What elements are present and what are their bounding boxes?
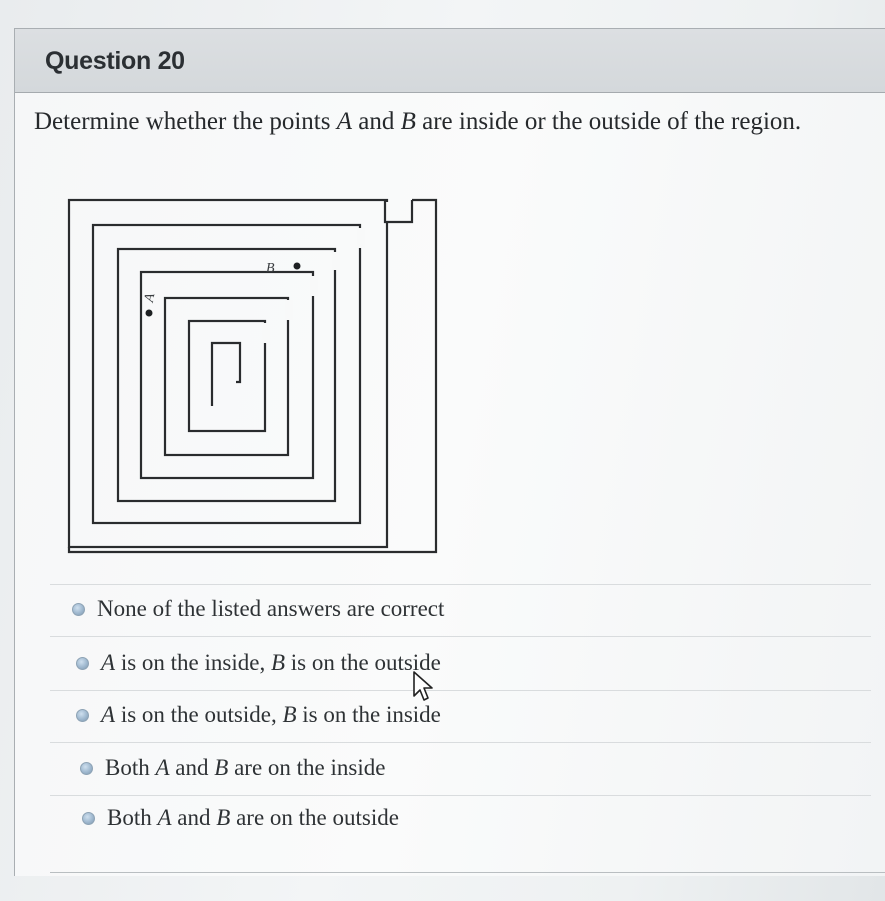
spiral-ring-6 (187, 319, 267, 433)
spiral-ring-4 (139, 270, 315, 480)
answer-text: and (169, 755, 215, 780)
question-card: Question 20 (14, 28, 885, 876)
answer-text: is on the inside, (115, 650, 271, 675)
answer-point: B (216, 805, 231, 830)
spiral-ring-3 (116, 247, 337, 503)
point-b-dot (293, 262, 301, 270)
prompt-point-b: B (400, 108, 416, 135)
radio-icon[interactable] (72, 602, 85, 616)
answer-option-4[interactable]: Both A and B are on the inside (80, 751, 385, 785)
answer-point: A (157, 805, 172, 830)
answer-text: Both (105, 755, 156, 780)
spiral-ring-1 (67, 198, 389, 549)
answer-text: None of the listed answers are correct (97, 596, 445, 621)
answer-text: and (171, 805, 217, 830)
spiral-center (210, 341, 242, 406)
answer-divider (50, 636, 871, 637)
question-header: Question 20 (15, 29, 885, 93)
answer-point: A (155, 755, 170, 780)
card-bottom-divider (50, 872, 885, 873)
answer-divider (50, 690, 871, 691)
prompt-point-a: A (336, 108, 352, 135)
spiral-ring-5 (163, 296, 290, 457)
answer-point: A (101, 650, 116, 675)
answer-divider (50, 584, 871, 585)
radio-icon[interactable] (82, 811, 95, 825)
mouse-pointer-icon (413, 671, 433, 701)
answer-text: are on the inside (228, 755, 386, 780)
answer-text: is on the inside (296, 702, 441, 727)
spiral-region-figure: B A (67, 198, 438, 554)
answer-point: B (282, 702, 297, 727)
answer-point: B (270, 650, 286, 675)
answer-text: is on the outside, (115, 702, 283, 727)
radio-icon[interactable] (80, 761, 93, 775)
point-a-dot (145, 309, 153, 317)
answer-option-5[interactable]: Both A and B are on the outside (82, 801, 399, 835)
prompt-text-1: Determine whether the points (34, 108, 337, 135)
answer-option-1[interactable]: None of the listed answers are correct (72, 592, 444, 626)
answer-divider (50, 795, 871, 796)
question-title: Question 20 (45, 47, 185, 75)
point-a-label: A (142, 292, 159, 304)
spiral-path (69, 200, 434, 552)
answer-point: A (101, 702, 116, 727)
prompt-text-3: are inside or the outside of the region. (415, 108, 802, 135)
answer-text: is on the outside (285, 650, 441, 675)
answer-text: Both (107, 805, 158, 830)
answer-option-2[interactable]: A is on the inside, B is on the outside (76, 646, 441, 680)
radio-icon[interactable] (76, 708, 89, 722)
answer-divider (50, 742, 871, 743)
question-prompt: Determine whether the points A and B are… (34, 108, 801, 136)
point-b-label: B (266, 261, 275, 276)
answer-text: are on the outside (230, 805, 399, 830)
prompt-text-2: and (351, 108, 401, 135)
answer-option-3[interactable]: A is on the outside, B is on the inside (76, 698, 441, 732)
answer-point: B (214, 755, 229, 780)
spiral-ring-2 (91, 223, 362, 525)
radio-icon[interactable] (76, 656, 89, 670)
spiral-outer-arm (67, 198, 438, 554)
